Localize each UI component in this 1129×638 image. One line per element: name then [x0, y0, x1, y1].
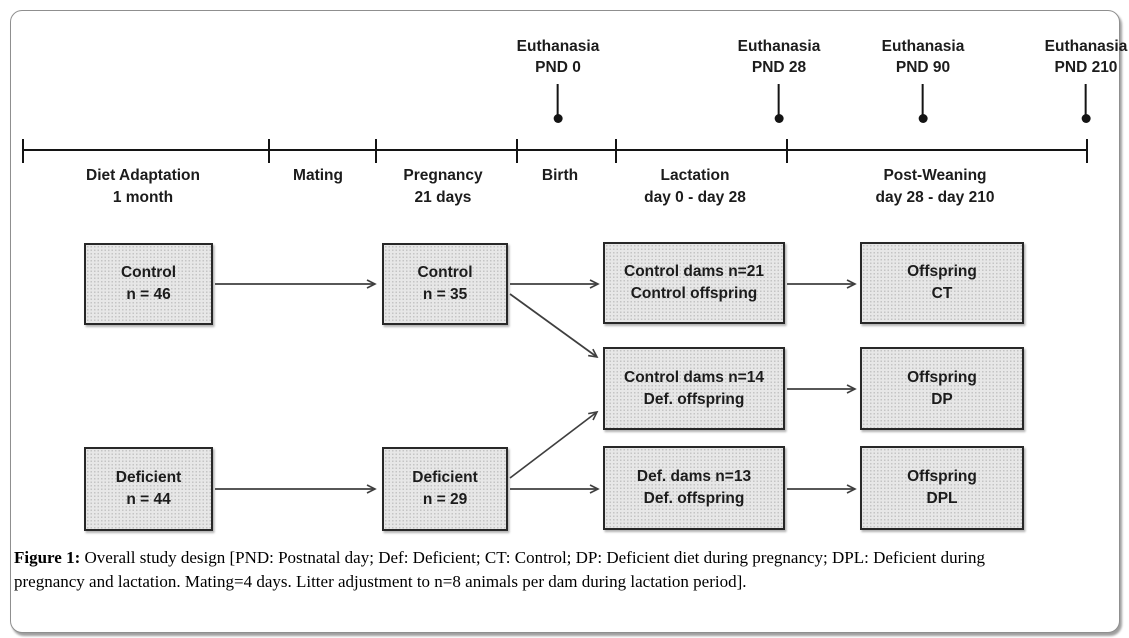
box-line2: Def. offspring [643, 390, 745, 408]
segment-birth: Birth [542, 165, 578, 187]
euthanasia-label: Euthanasia [516, 38, 600, 55]
timeline-dot-icon [1081, 114, 1091, 123]
flow-box-offspring-dp: Offspring DP [860, 347, 1024, 430]
flow-box-lactation-dpl: Def. dams n=13 Def. offspring [603, 446, 785, 530]
flow-box-deficient-start: Deficient n = 44 [84, 447, 213, 531]
euthanasia-label: Euthanasia [881, 38, 965, 55]
flow-box-deficient-pregnancy: Deficient n = 29 [382, 447, 508, 531]
euthanasia-marker-pnd90: Euthanasia PND 90 [881, 36, 965, 123]
flow-box-control-start: Control n = 46 [84, 243, 213, 325]
euthanasia-label: Euthanasia [1044, 38, 1128, 55]
box-line2: CT [931, 285, 953, 302]
timeline-tick [268, 139, 271, 163]
marker-stem [921, 84, 924, 115]
marker-stem [556, 84, 559, 115]
flow-box-lactation-ct: Control dams n=21 Control offspring [603, 242, 785, 324]
box-line1: Deficient [115, 469, 182, 486]
box-line1: Offspring [907, 368, 977, 386]
segment-label: Lactation [660, 167, 730, 184]
timeline-tick [786, 139, 789, 163]
segment-post-weaning: Post-Weaning day 28 - day 210 [876, 165, 995, 209]
segment-pregnancy: Pregnancy 21 days [403, 165, 482, 209]
box-line1: Deficient [412, 469, 478, 486]
flow-box-lactation-dp: Control dams n=14 Def. offspring [603, 347, 785, 430]
segment-label: Birth [541, 167, 579, 184]
segment-label: Pregnancy [403, 167, 483, 184]
timeline-tick [375, 139, 378, 163]
segment-sublabel: 21 days [414, 189, 472, 206]
segment-diet-adaptation: Diet Adaptation 1 month [86, 165, 200, 209]
pnd-label: PND 0 [535, 59, 581, 76]
caption-line2: pregnancy and lactation. Mating=4 days. … [14, 572, 747, 591]
box-line1: Control [417, 264, 473, 281]
segment-sublabel: day 0 - day 28 [644, 189, 746, 206]
segment-label: Post-Weaning [883, 167, 987, 184]
segment-sublabel: day 28 - day 210 [875, 189, 995, 206]
box-line1: Control [120, 264, 177, 281]
caption-figure-label: Figure 1: [14, 548, 81, 567]
box-line1: Control dams n=21 [624, 263, 764, 280]
marker-stem [1084, 84, 1087, 115]
box-line2: n = 35 [422, 286, 468, 303]
caption-line1: Overall study design [PND: Postnatal day… [80, 548, 985, 567]
box-line2: DP [931, 390, 953, 408]
flow-box-offspring-ct: Offspring CT [860, 242, 1024, 324]
box-line2: n = 46 [126, 286, 171, 303]
segment-label: Diet Adaptation [86, 167, 200, 184]
timeline-tick [22, 139, 25, 163]
box-line1: Control dams n=14 [624, 368, 764, 386]
segment-lactation: Lactation day 0 - day 28 [644, 165, 746, 209]
box-line2: Control offspring [630, 285, 758, 302]
euthanasia-marker-pnd210: Euthanasia PND 210 [1044, 36, 1128, 123]
pnd-label: PND 28 [751, 59, 807, 76]
segment-mating: Mating [293, 165, 343, 187]
timeline-dot-icon [918, 114, 928, 123]
segment-label: Mating [293, 167, 343, 184]
marker-stem [777, 84, 780, 115]
box-line2: DPL [926, 490, 958, 507]
euthanasia-marker-pnd0: Euthanasia PND 0 [516, 36, 600, 123]
timeline-tick [615, 139, 618, 163]
box-line1: Offspring [907, 468, 977, 485]
box-line2: n = 29 [422, 491, 468, 508]
euthanasia-marker-pnd28: Euthanasia PND 28 [737, 36, 821, 123]
euthanasia-label: Euthanasia [737, 38, 821, 55]
box-line1: Def. dams n=13 [636, 468, 752, 485]
timeline-tick [516, 139, 519, 163]
segment-sublabel: 1 month [112, 189, 174, 206]
timeline-tick [1086, 139, 1089, 163]
box-line1: Offspring [907, 263, 977, 280]
timeline-axis [22, 149, 1088, 152]
timeline-dot-icon [774, 114, 784, 123]
timeline-dot-icon [553, 114, 563, 123]
box-line2: n = 44 [126, 491, 171, 508]
flow-box-control-pregnancy: Control n = 35 [382, 243, 508, 325]
pnd-label: PND 90 [895, 59, 951, 76]
pnd-label: PND 210 [1054, 59, 1118, 76]
figure-caption: Figure 1: Overall study design [PND: Pos… [14, 546, 1120, 594]
flow-box-offspring-dpl: Offspring DPL [860, 446, 1024, 530]
box-line2: Def. offspring [643, 490, 745, 507]
